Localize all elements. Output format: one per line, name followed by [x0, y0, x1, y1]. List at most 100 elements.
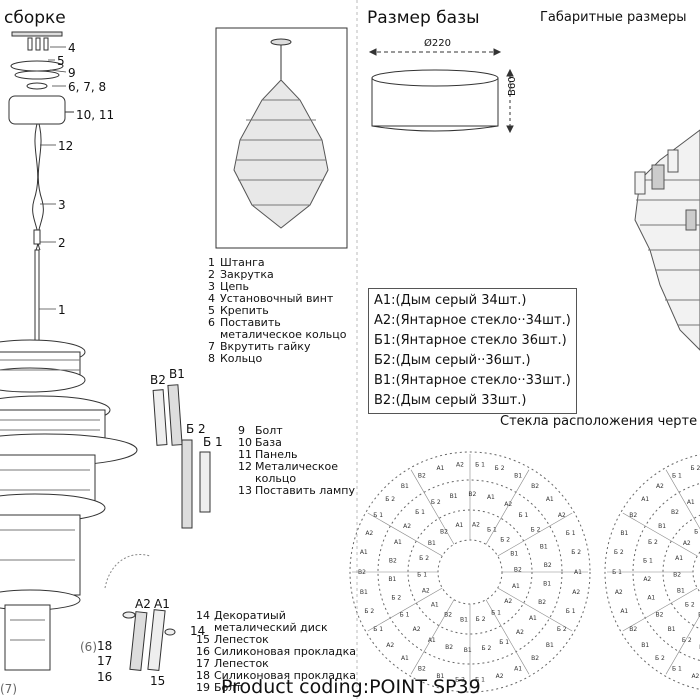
- legend-row-text: Силиконовая прокладка: [214, 669, 356, 682]
- ring-glass-label: Б 2: [557, 626, 567, 633]
- ring-glass-label: A2: [504, 501, 512, 508]
- ring-glass-label: B2: [389, 557, 397, 564]
- ring-glass-label: Б 1: [566, 608, 576, 615]
- ring-glass-label: A1: [487, 494, 495, 501]
- legend-row-number: 19: [196, 681, 210, 694]
- ring-glass-label: Б 1: [487, 526, 497, 533]
- glass-quantity-row: B1:(Янтарное стекло··33шт.): [374, 373, 571, 388]
- ring-glass-label: A2: [365, 530, 373, 537]
- legend-row-number: 13: [238, 484, 252, 497]
- legend-row-number: 15: [196, 633, 210, 646]
- ring-glass-label: A2: [572, 589, 580, 596]
- glass-quantity-list: A1:(Дым серый 34шт.) A2:(Янтарное стекло·…: [368, 288, 577, 414]
- callout-14: 14: [190, 624, 206, 638]
- legend-row-text: Поставить: [220, 316, 281, 329]
- legend-row-text: База: [255, 436, 282, 449]
- callout-16: 16: [97, 670, 113, 684]
- ring-glass-label: B1: [641, 642, 649, 649]
- ring-glass-label: Б 1: [475, 462, 485, 469]
- callout-7-paren: (7): [0, 682, 17, 696]
- ring-glass-label: Б 1: [491, 609, 501, 616]
- ring-glass-label: A2: [413, 626, 421, 633]
- legend-row-number: 12: [238, 460, 252, 473]
- glass-quantity-row: A1:(Дым серый 34шт.): [374, 293, 527, 308]
- ring-glass-label: A1: [436, 465, 444, 472]
- ring-spoke: [622, 587, 698, 632]
- ring-glass-label: A1: [529, 615, 537, 622]
- callout-18: 18: [97, 639, 113, 653]
- glass-quantity-row: B2:(Дым серый 33шт.): [374, 393, 527, 408]
- ring-glass-label: A1: [428, 637, 436, 644]
- ring-glass-label: B2: [358, 569, 366, 576]
- ring-glass-label: A1: [574, 569, 582, 576]
- callout-a2: A2: [135, 597, 151, 611]
- legend-row-number: 18: [196, 669, 210, 682]
- ring-glass-label: B1: [668, 626, 676, 633]
- ring-glass-label: B1: [510, 550, 518, 557]
- ring-glass-label: Б 2: [476, 616, 486, 623]
- ring-spoke: [410, 599, 455, 675]
- glass-quantity-row: Б2:(Дым серый··36шт.): [374, 353, 531, 368]
- ring-glass-label: Б 1: [475, 677, 485, 684]
- legend-row-text: Штанга: [220, 256, 265, 269]
- legend-row-text: Поставить лампу: [255, 484, 355, 497]
- ring-spoke: [665, 469, 700, 530]
- callout-be2: Б 2: [186, 422, 206, 436]
- callout-b1: B1: [169, 367, 185, 381]
- legend-row-text: Закрутка: [220, 268, 274, 281]
- assembly-title: сборке: [4, 8, 66, 28]
- overall-size-title: Габаритные размеры: [540, 10, 687, 25]
- legend-row-text: Лепесток: [214, 633, 269, 646]
- callout-leaders: [39, 46, 67, 310]
- legend-row-number: 7: [208, 340, 215, 353]
- callout-17: 17: [97, 654, 113, 668]
- ring-glass-label: Б 1: [373, 512, 383, 519]
- ring-glass-label: Б 2: [364, 608, 374, 615]
- ring-glass-label: Б 1: [417, 571, 427, 578]
- legend-row: 7 Вкрутить гайку: [208, 341, 346, 353]
- ring-glass-label: A1: [687, 499, 695, 506]
- exploded-glass-panels: [104, 384, 211, 672]
- ring-glass-label: Б 1: [694, 529, 700, 536]
- ring-glass-label: B2: [468, 491, 476, 498]
- ring-glass-label: Б 2: [495, 465, 505, 472]
- legend-row-number: 10: [238, 436, 252, 449]
- callout-1: 1: [58, 303, 66, 317]
- callout-be1: Б 1: [203, 435, 223, 449]
- ring-glass-label: B1: [450, 493, 458, 500]
- ring-glass-label: Б 1: [643, 557, 653, 564]
- ring-glass-label: A1: [641, 496, 649, 503]
- legend-row-text: Крепить: [220, 304, 269, 317]
- ring-glass-label: A2: [558, 512, 566, 519]
- product-photo: [215, 27, 348, 249]
- callout-15: 15: [150, 674, 166, 688]
- ring-glass-label: Б 2: [685, 602, 695, 609]
- legend-row-text: Лепесток: [214, 657, 269, 670]
- ring-spoke: [665, 614, 700, 675]
- ring-glass-label: Б 1: [400, 611, 410, 618]
- glass-quantity-row: A2:(Янтарное стекло··34шт.): [374, 313, 571, 328]
- base-dimension-drawing: [368, 48, 514, 134]
- ring-glass-label: A2: [456, 462, 464, 469]
- ring-glass-label: Б 1: [566, 530, 576, 537]
- legend-row-text: Вкрутить гайку: [220, 340, 311, 353]
- callout-b2: B2: [150, 373, 166, 387]
- ring-glass-label: Б 1: [672, 666, 682, 673]
- ring-glass-label: Б 2: [419, 555, 429, 562]
- ring-glass-label: Б 2: [648, 539, 658, 546]
- ring-glass-label: B2: [445, 644, 453, 651]
- legend-row-number: 14: [196, 609, 210, 622]
- ring-glass-label: B2: [514, 567, 522, 574]
- legend-row-text: Силиконовая прокладка: [214, 645, 356, 658]
- ring-glass-label: Б 2: [571, 549, 581, 556]
- legend-row-text: кольцо: [255, 472, 297, 485]
- ring-glass-label: B1: [540, 544, 548, 551]
- ring-glass-label: Б 1: [672, 472, 682, 479]
- ring-spoke: [485, 469, 530, 545]
- ring-glass-label: A2: [656, 483, 664, 490]
